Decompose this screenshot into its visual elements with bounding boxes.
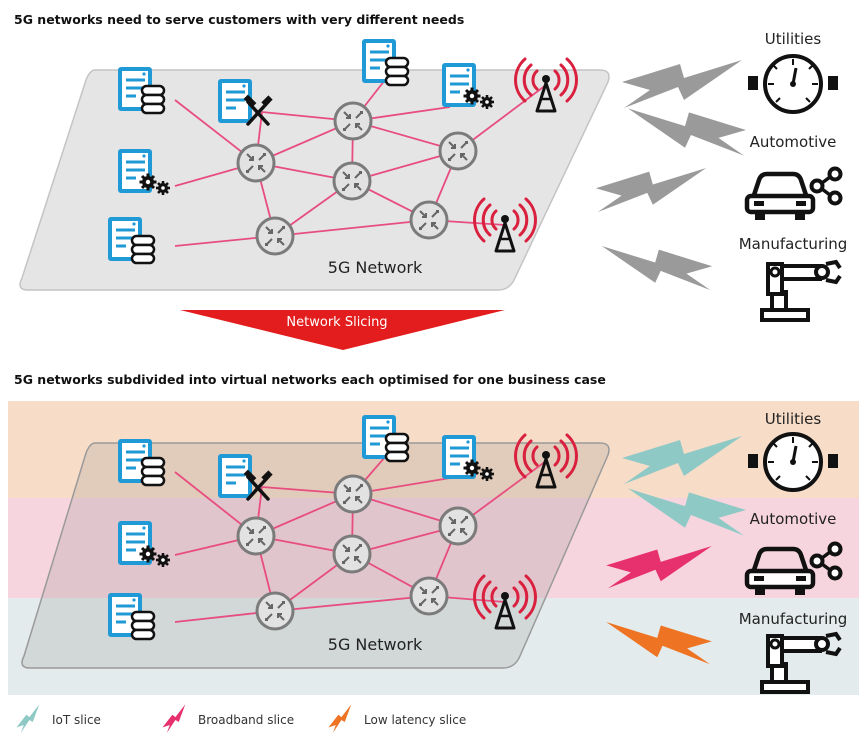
top-router-5 — [255, 216, 295, 256]
gray-bolt-3 — [595, 168, 707, 213]
bottom-network-panel — [21, 442, 610, 669]
gray-bolt-4 — [601, 246, 713, 291]
top-manufacturing-label: Manufacturing — [739, 235, 848, 253]
iot-legend-icon — [13, 704, 47, 734]
top-router-4 — [438, 131, 478, 171]
top-router-3 — [332, 161, 372, 201]
utilities-gauge-icon — [746, 54, 840, 114]
broadband-legend-icon — [159, 704, 193, 734]
automotive-car-icon — [747, 169, 841, 221]
bottom-router-2 — [333, 474, 373, 514]
bottom-router-5 — [255, 591, 295, 631]
bottom-manufacturing-label: Manufacturing — [739, 610, 848, 628]
network-slicing-label: Network Slicing — [286, 315, 387, 330]
bottom-automotive-label: Automotive — [750, 510, 837, 528]
top-network-panel — [19, 69, 610, 291]
legend-low-latency: Low latency slice — [364, 713, 466, 727]
low-latency-legend-icon — [325, 704, 359, 734]
top-router-1 — [236, 143, 276, 183]
gray-bolt-1 — [622, 60, 742, 108]
bottom-utilities-label: Utilities — [765, 410, 822, 428]
bottom-network-label: 5G Network — [328, 635, 423, 654]
top-connection-bolts — [595, 60, 746, 291]
bottom-router-1 — [236, 516, 276, 556]
bottom-router-6 — [409, 576, 449, 616]
bottom-title: 5G networks subdivided into virtual netw… — [14, 372, 606, 387]
top-automotive-label: Automotive — [750, 133, 837, 151]
manufacturing-robot-icon — [760, 260, 842, 322]
network-slicing-arrow — [180, 310, 505, 350]
top-title: 5G networks need to serve customers with… — [14, 12, 464, 27]
legend-iot: IoT slice — [52, 713, 101, 727]
top-router-6 — [409, 200, 449, 240]
top-utilities-label: Utilities — [765, 30, 822, 48]
gray-bolt-2 — [628, 108, 746, 156]
bottom-router-3 — [332, 534, 372, 574]
top-server-storage-2 — [362, 39, 410, 87]
legend-broadband: Broadband slice — [198, 713, 294, 727]
top-router-2 — [333, 101, 373, 141]
top-network-label: 5G Network — [328, 258, 423, 277]
bottom-router-4 — [438, 506, 478, 546]
